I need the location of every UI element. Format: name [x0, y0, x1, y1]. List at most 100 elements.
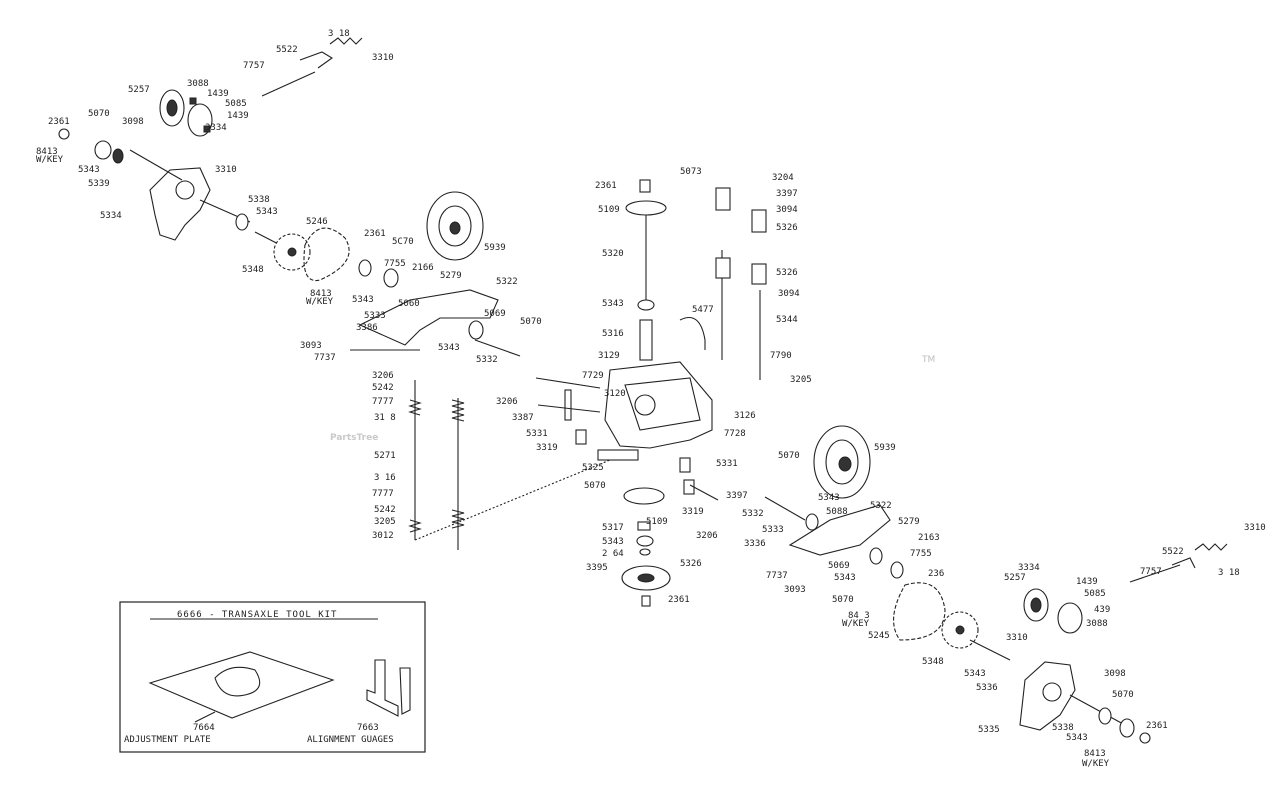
part-number-label: 3386 [356, 323, 378, 333]
part-number-label: 5343 [438, 343, 460, 353]
part-number-label: 5326 [776, 268, 798, 278]
bracket-part [1171, 557, 1196, 569]
part-number-label: 1439 [207, 89, 229, 99]
nut-part [639, 179, 651, 193]
part-number-label: 5085 [225, 99, 247, 109]
hub-part [1119, 718, 1135, 738]
part-number-label: 3126 [734, 411, 756, 421]
part-number-label: 5522 [1162, 547, 1184, 557]
part-number-label: 5242 [374, 505, 396, 515]
part-number-label: 3204 [772, 173, 794, 183]
brake-caliper-part [1057, 602, 1083, 634]
sprocket-hub [287, 247, 297, 257]
part-number-label: 5348 [242, 265, 264, 275]
shaft-part [474, 339, 521, 357]
part-number-label: 236 [928, 569, 944, 579]
pulley-hub [637, 573, 655, 583]
part-number-label: 5522 [276, 45, 298, 55]
spring-part [1194, 543, 1228, 551]
part-number-label: 7777 [372, 397, 394, 407]
part-number-label: 3206 [372, 371, 394, 381]
part-number-label: 2361 [364, 229, 386, 239]
plate-number: 7664 [193, 723, 215, 733]
part-number-label: 2 64 [602, 549, 624, 559]
part-number-label: 5070 [88, 109, 110, 119]
part-number-label: 7755 [384, 259, 406, 269]
shaft-part [969, 639, 1011, 661]
part-number-label: 3205 [790, 375, 812, 385]
part-number-label: 5326 [680, 559, 702, 569]
gauge-number: 7663 [357, 723, 379, 733]
bearing-part [634, 394, 656, 416]
part-number-label: 3319 [682, 507, 704, 517]
part-number-label: 5073 [680, 167, 702, 177]
bearing-part [112, 148, 124, 164]
part-number-label: 5343 [1066, 733, 1088, 743]
bearing-part [1098, 707, 1112, 725]
spring-part [329, 37, 363, 45]
part-number-label: 3310 [1006, 633, 1028, 643]
bushing-part [637, 521, 651, 531]
part-number-label: 5333 [762, 525, 784, 535]
part-number-label: 5322 [496, 277, 518, 287]
part-number-label: 8413 [1084, 749, 1106, 759]
bearing-part [869, 547, 883, 565]
part-number-label: 5335 [978, 725, 1000, 735]
part-number-label: 5088 [826, 507, 848, 517]
nut-part [203, 125, 211, 133]
part-number-label: 1439 [1076, 577, 1098, 587]
part-number-label: 5070 [778, 451, 800, 461]
part-number-label: W/KEY [306, 297, 334, 307]
part-number-label: 5331 [526, 429, 548, 439]
part-number-label: 5322 [870, 501, 892, 511]
part-number-label: 439 [1094, 605, 1110, 615]
part-number-label: 5320 [602, 249, 624, 259]
plate-part [597, 449, 639, 461]
center-column-parts [625, 179, 767, 380]
spring-part [408, 519, 422, 533]
plate-cutout [214, 666, 261, 697]
disc-part [625, 200, 667, 216]
part-number-label: 5271 [374, 451, 396, 461]
washer-part [639, 548, 651, 556]
part-number-label: W/KEY [1082, 759, 1110, 769]
hub-part [358, 259, 372, 277]
part-number-label: 3093 [300, 341, 322, 351]
part-number-label: 3334 [205, 123, 227, 133]
bolt-part [689, 484, 719, 501]
part-number-label: 7755 [910, 549, 932, 559]
axle-shaft-part [129, 149, 183, 181]
part-number-label: 3397 [726, 491, 748, 501]
part-number-label: 2166 [412, 263, 434, 273]
bearing-part [636, 535, 654, 547]
part-number-label: 5343 [256, 207, 278, 217]
part-number-label: 5070 [584, 481, 606, 491]
gauge-label: ALIGNMENT GUAGES [307, 735, 394, 745]
part-number-label: W/KEY [842, 619, 870, 629]
bearing-part [175, 180, 195, 200]
part-number-label: W/KEY [36, 155, 64, 165]
part-number-label: 5060 [398, 299, 420, 309]
part-number-label: 5939 [874, 443, 896, 453]
nut-part [641, 595, 651, 607]
part-number-label: 7757 [1140, 567, 1162, 577]
collar-part [751, 263, 767, 285]
collar-part [683, 479, 695, 495]
part-number-label: 7757 [243, 61, 265, 71]
spring-part [451, 399, 465, 422]
upper-left-axle-assembly [58, 37, 363, 251]
part-number-label: 5325 [582, 463, 604, 473]
part-number-label: 5069 [484, 309, 506, 319]
tool-kit-title: 6666 - TRANSAXLE TOOL KIT [177, 610, 337, 620]
chain-part [303, 227, 350, 282]
plate-label: ADJUSTMENT PLATE [124, 735, 211, 745]
lower-right-axle-assembly [1019, 543, 1228, 744]
part-number-label: 3098 [1104, 669, 1126, 679]
housing-part [604, 361, 713, 449]
part-number-label: 5242 [372, 383, 394, 393]
part-number-label: 3310 [1244, 523, 1266, 533]
part-number-label: 3 18 [328, 29, 350, 39]
part-number-label: 5339 [88, 179, 110, 189]
part-number-label: 2361 [48, 117, 70, 127]
part-number-label: 7728 [724, 429, 746, 439]
